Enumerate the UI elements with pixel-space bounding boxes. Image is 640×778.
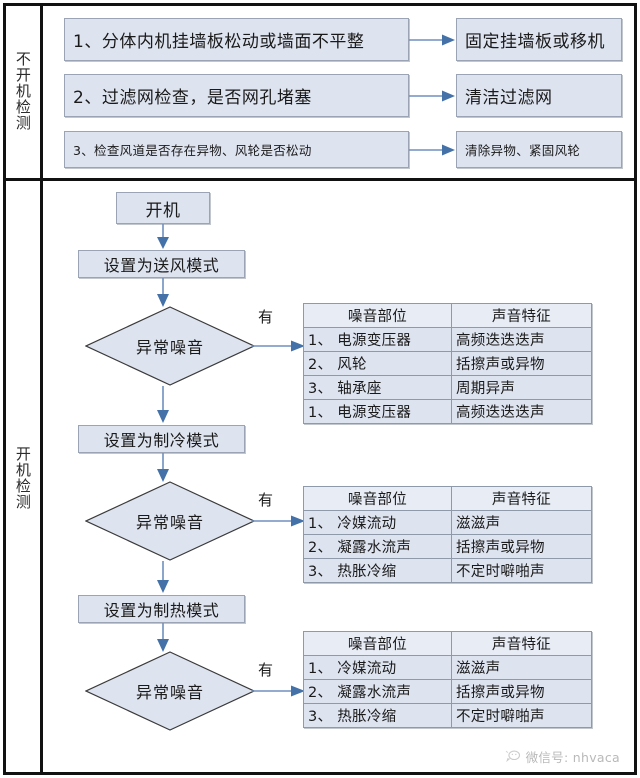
wechat-bubble-icon <box>505 749 521 765</box>
label-column-divider <box>40 3 43 775</box>
arrow-cause-3-to-action-3 <box>409 142 457 158</box>
action-box-2: 清洁过滤网 <box>456 74 622 117</box>
watermark-text: 微信号: nhvaca <box>525 750 620 765</box>
noise-table-2-r2-part: 3、 热胀冷缩 <box>303 558 452 583</box>
noise-table-2-r2-feature: 不定时噼啪声 <box>451 558 592 583</box>
noise-table-3-r0-feature: 滋滋声 <box>451 655 592 680</box>
mode-box-1: 设置为送风模式 <box>78 250 245 278</box>
section-label-power-on-text: 开机检测 <box>13 446 32 510</box>
noise-table-1-r2-feature: 周期异声 <box>451 375 592 400</box>
action-box-3: 清除异物、紧固风轮 <box>456 131 622 168</box>
section-label-power-off-text: 不开机检测 <box>13 50 32 131</box>
section-label-power-off: 不开机检测 <box>6 3 38 178</box>
table-row: 1、 电源变压器 高频迭迭迭声 <box>303 399 592 424</box>
noise-table-3-header-feature: 声音特征 <box>451 631 592 656</box>
table-row: 3、 热胀冷缩 不定时噼啪声 <box>303 703 592 728</box>
branch-label-1: 有 <box>258 308 274 326</box>
mode-box-2: 设置为制冷模式 <box>78 425 245 453</box>
arrow-decision-2-to-table-2 <box>252 513 307 529</box>
cause-box-3: 3、检查风道是否存在异物、风轮是否松动 <box>64 131 409 168</box>
arrow-mode-1-to-decision-1 <box>155 278 171 308</box>
action-box-3-text: 清除异物、紧固风轮 <box>465 143 581 158</box>
noise-table-1: 噪音部位 声音特征 1、 电源变压器 高频迭迭迭声 2、 风轮 括擦声或异物 3… <box>303 303 592 424</box>
arrow-decision-2-to-mode-3 <box>155 561 171 594</box>
noise-table-2-header-feature: 声音特征 <box>451 486 592 511</box>
noise-table-1-r3-part: 1、 电源变压器 <box>303 399 452 424</box>
mode-box-3-text: 设置为制热模式 <box>103 601 220 620</box>
noise-table-2-r0-part: 1、 冷媒流动 <box>303 510 452 535</box>
watermark: 微信号: nhvaca <box>505 747 620 766</box>
start-box: 开机 <box>116 192 210 224</box>
arrow-cause-2-to-action-2 <box>409 88 457 104</box>
noise-table-2-header-row: 噪音部位 声音特征 <box>303 486 592 511</box>
noise-table-1-r0-feature: 高频迭迭迭声 <box>451 327 592 352</box>
arrow-start-to-mode-1 <box>155 224 171 250</box>
noise-table-3-r1-part: 2、 凝露水流声 <box>303 679 452 704</box>
mode-box-1-text: 设置为送风模式 <box>103 256 220 275</box>
cause-box-2-text: 2、过滤网检查，是否网孔堵塞 <box>73 88 312 108</box>
decision-diamond-3: 异常噪音 <box>85 651 255 731</box>
cause-box-1: 1、分体内机挂墙板松动或墙面不平整 <box>64 18 409 61</box>
table-row: 1、 冷媒流动 滋滋声 <box>303 655 592 680</box>
noise-table-2-r1-feature: 括擦声或异物 <box>451 534 592 559</box>
noise-table-1-r0-part: 1、 电源变压器 <box>303 327 452 352</box>
cause-box-2: 2、过滤网检查，是否网孔堵塞 <box>64 74 409 117</box>
noise-table-3-r2-part: 3、 热胀冷缩 <box>303 703 452 728</box>
mode-box-2-text: 设置为制冷模式 <box>103 431 220 450</box>
arrow-decision-1-to-table-1 <box>252 338 307 354</box>
arrow-mode-3-to-decision-3 <box>155 623 171 653</box>
cause-box-1-text: 1、分体内机挂墙板松动或墙面不平整 <box>73 32 365 52</box>
action-box-1-text: 固定挂墙板或移机 <box>465 32 605 52</box>
noise-table-3-header-part: 噪音部位 <box>303 631 452 656</box>
noise-table-3: 噪音部位 声音特征 1、 冷媒流动 滋滋声 2、 凝露水流声 括擦声或异物 3、… <box>303 631 592 728</box>
action-box-2-text: 清洁过滤网 <box>465 88 553 108</box>
table-row: 1、 冷媒流动 滋滋声 <box>303 510 592 535</box>
noise-table-1-r2-part: 3、 轴承座 <box>303 375 452 400</box>
decision-diamond-1: 异常噪音 <box>85 306 255 386</box>
section-label-power-on: 开机检测 <box>6 181 38 775</box>
noise-table-1-r1-part: 2、 风轮 <box>303 351 452 376</box>
action-box-1: 固定挂墙板或移机 <box>456 18 622 61</box>
table-row: 1、 电源变压器 高频迭迭迭声 <box>303 327 592 352</box>
noise-table-2-r0-feature: 滋滋声 <box>451 510 592 535</box>
noise-table-3-r0-part: 1、 冷媒流动 <box>303 655 452 680</box>
noise-table-3-r2-feature: 不定时噼啪声 <box>451 703 592 728</box>
table-row: 2、 凝露水流声 括擦声或异物 <box>303 679 592 704</box>
table-row: 3、 轴承座 周期异声 <box>303 375 592 400</box>
arrow-mode-2-to-decision-2 <box>155 453 171 483</box>
noise-table-1-header-part: 噪音部位 <box>303 303 452 328</box>
branch-label-3: 有 <box>258 661 274 679</box>
decision-diamond-2: 异常噪音 <box>85 481 255 561</box>
noise-table-3-r1-feature: 括擦声或异物 <box>451 679 592 704</box>
cause-box-3-text: 3、检查风道是否存在异物、风轮是否松动 <box>73 143 312 158</box>
start-box-text: 开机 <box>145 200 181 221</box>
section-divider <box>3 178 637 181</box>
table-row: 3、 热胀冷缩 不定时噼啪声 <box>303 558 592 583</box>
noise-table-3-header-row: 噪音部位 声音特征 <box>303 631 592 656</box>
branch-label-2: 有 <box>258 491 274 509</box>
arrow-decision-1-to-mode-2 <box>155 386 171 424</box>
noise-table-2: 噪音部位 声音特征 1、 冷媒流动 滋滋声 2、 凝露水流声 括擦声或异物 3、… <box>303 486 592 583</box>
table-row: 2、 凝露水流声 括擦声或异物 <box>303 534 592 559</box>
noise-table-1-header-feature: 声音特征 <box>451 303 592 328</box>
table-row: 2、 风轮 括擦声或异物 <box>303 351 592 376</box>
noise-table-1-header-row: 噪音部位 声音特征 <box>303 303 592 328</box>
mode-box-3: 设置为制热模式 <box>78 595 245 623</box>
noise-table-1-r1-feature: 括擦声或异物 <box>451 351 592 376</box>
noise-table-2-header-part: 噪音部位 <box>303 486 452 511</box>
noise-table-1-r3-feature: 高频迭迭迭声 <box>451 399 592 424</box>
outer-frame <box>3 3 637 775</box>
arrow-decision-3-to-table-3 <box>252 683 307 699</box>
noise-table-2-r1-part: 2、 凝露水流声 <box>303 534 452 559</box>
arrow-cause-1-to-action-1 <box>409 32 457 48</box>
